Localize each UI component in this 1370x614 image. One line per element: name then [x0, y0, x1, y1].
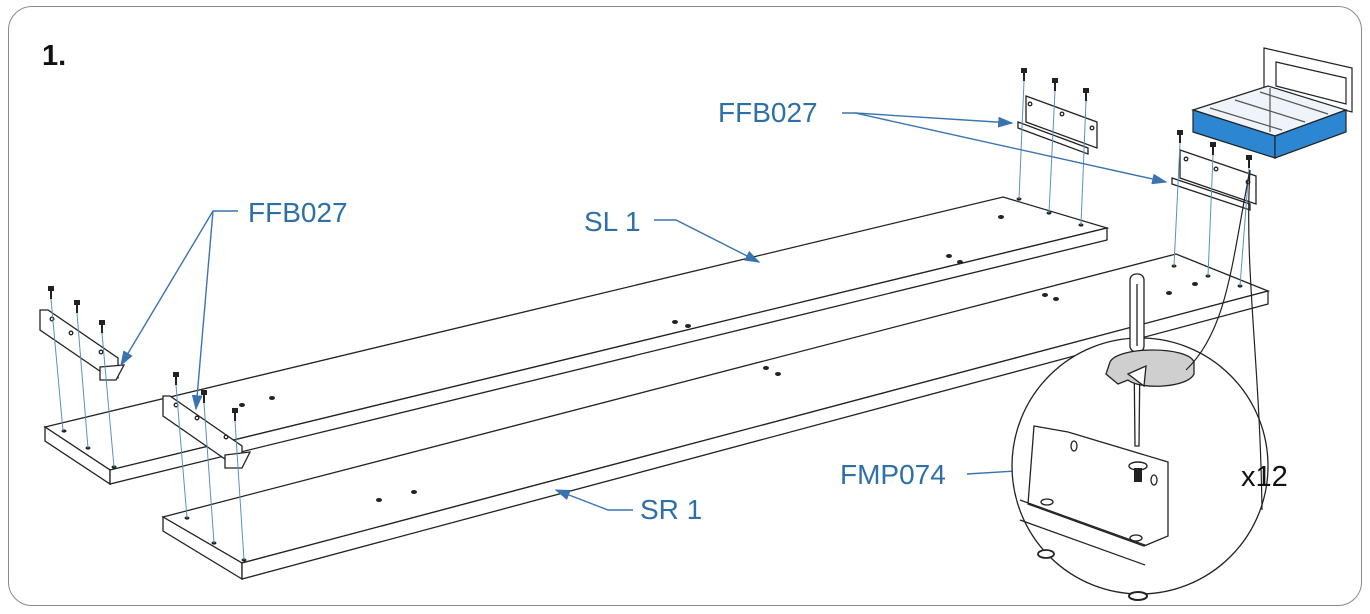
- step-panel: [8, 6, 1362, 606]
- alignment-lines: [50, 80, 1250, 596]
- rail-sr1-holes: [184, 264, 1243, 562]
- detail-connector: [1185, 169, 1263, 511]
- bracket-right-lower: [1171, 149, 1257, 211]
- detail-magnifier: [1011, 337, 1269, 601]
- step-number: 1.: [42, 40, 67, 72]
- label-sr1: SR 1: [640, 494, 703, 525]
- rotate-arrow-icon: [1105, 349, 1195, 388]
- label-ffb027-right: FFB027: [718, 97, 818, 128]
- label-ffb027-left: FFB027: [248, 197, 348, 228]
- screws: [48, 68, 1252, 421]
- bed-frame-icon: [1191, 47, 1353, 159]
- quantity-label: x12: [1241, 461, 1288, 493]
- label-fmp074: FMP074: [840, 459, 946, 490]
- rail-sr1: [161, 253, 1271, 581]
- rail-sl1: [43, 196, 1110, 486]
- label-sl1: SL 1: [584, 206, 641, 237]
